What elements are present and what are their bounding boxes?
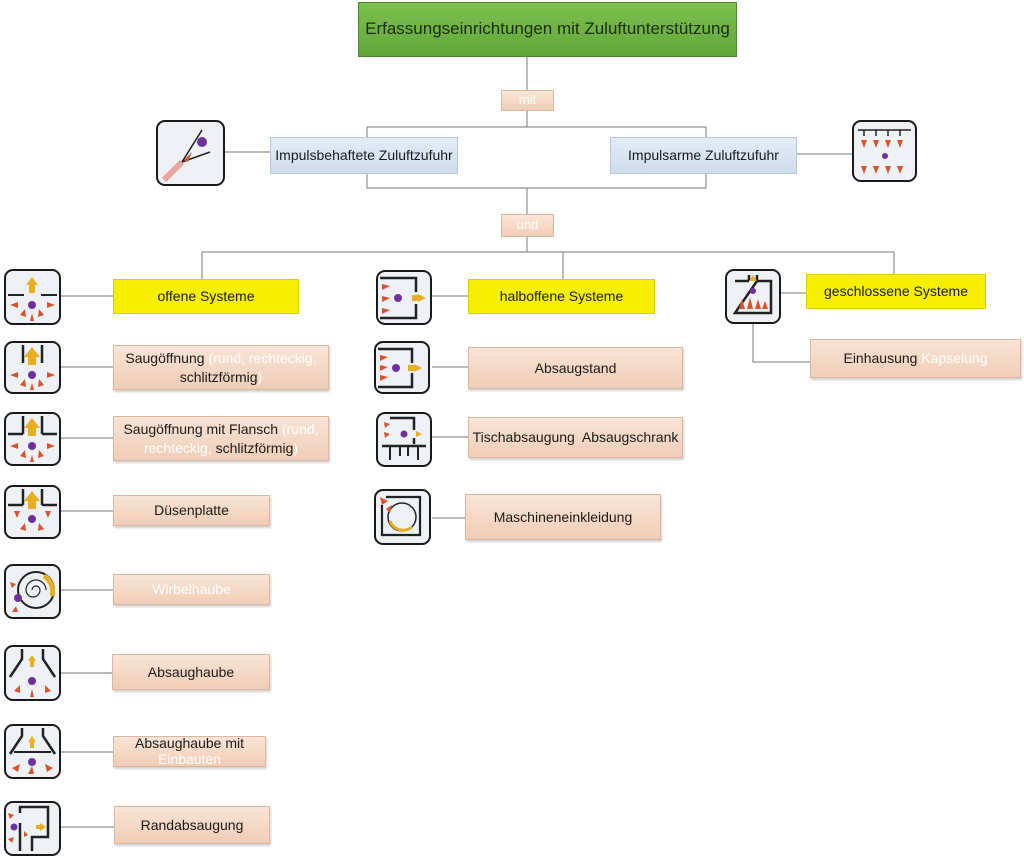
connector-mit-label: mit xyxy=(518,92,537,108)
edge-extraction-label: Randabsaugung xyxy=(140,816,244,833)
flanged-opening-line2-pre: rechteckig, xyxy=(143,439,216,456)
shower-supply-icon xyxy=(852,120,917,182)
hood-with-inserts-main: Absaughaube mit xyxy=(135,735,244,752)
suction-opening-main: Saugöffnung xyxy=(125,350,205,367)
flanged-opening-text: Saugöffnung mit Flansch (rund, rechtecki… xyxy=(123,420,318,456)
flanged-opening-node: Saugöffnung mit Flansch (rund, rechtecki… xyxy=(113,416,329,461)
impulse-supply-label: Impulsbehaftete Zuluftzufuhr xyxy=(275,147,453,164)
flanged-opening-main: Saugöffnung mit Flansch xyxy=(123,421,279,438)
half-open-systems-label: halboffene Systeme xyxy=(499,288,624,305)
hand-nozzle-icon xyxy=(156,120,225,186)
impulse-supply-node: Impulsbehaftete Zuluftzufuhr xyxy=(270,137,458,174)
machine-enclosure-node: Maschineneinkleidung xyxy=(465,494,661,540)
table-extraction-icon xyxy=(376,412,432,467)
table-extraction-node: Tischabsaugung Absaugschrank xyxy=(468,417,683,458)
flanged-opening-icon xyxy=(4,412,61,466)
machine-enclosure-icon xyxy=(374,489,431,545)
vortex-hood-icon xyxy=(4,564,61,619)
extraction-hood-icon xyxy=(4,645,61,701)
low-impulse-supply-label: Impulsarme Zuluftzufuhr xyxy=(628,147,779,164)
nozzle-plate-node: Düsenplatte xyxy=(113,495,270,526)
hood-with-inserts-extra: Einbauten xyxy=(157,750,222,767)
vortex-hood-node: Wirbelhaube xyxy=(113,574,270,605)
nozzle-plate-label: Düsenplatte xyxy=(154,502,229,519)
suction-opening-extra: (rund, rechteckig, xyxy=(204,350,317,367)
machine-enclosure-label: Maschineneinkleidung xyxy=(493,508,633,525)
vortex-hood-label: Wirbelhaube xyxy=(152,581,231,598)
low-impulse-supply-node: Impulsarme Zuluftzufuhr xyxy=(610,137,797,174)
root-label: Erfassungseinrichtungen mit Zuluftunters… xyxy=(365,19,730,39)
suction-opening-icon xyxy=(4,341,61,394)
connector-und: und xyxy=(501,214,554,237)
enclosure-node: Einhausung Kapselung xyxy=(810,339,1021,378)
connector-mit: mit xyxy=(501,90,554,111)
enclosure-main: Einhausung xyxy=(843,350,918,367)
nozzle-plate-icon xyxy=(4,485,61,539)
suction-opening-line2-extra: ) xyxy=(257,368,263,385)
connector-und-label: und xyxy=(516,217,539,233)
edge-extraction-icon xyxy=(4,801,61,856)
half-open-system-icon xyxy=(376,270,432,325)
open-systems-node: offene Systeme xyxy=(113,279,299,314)
enclosure-extra: Kapselung xyxy=(917,350,988,367)
extraction-hood-label: Absaughaube xyxy=(147,663,235,680)
extraction-booth-icon xyxy=(374,341,430,394)
flanged-opening-extra: (rund, xyxy=(278,421,319,438)
closed-system-icon xyxy=(725,269,781,324)
extraction-hood-node: Absaughaube xyxy=(112,654,270,690)
suction-opening-text: Saugöffnung (rund, rechteckig, schlitzfö… xyxy=(125,349,316,385)
extraction-booth-node: Absaugstand xyxy=(468,347,683,389)
extraction-booth-label: Absaugstand xyxy=(534,359,617,376)
open-system-icon xyxy=(4,269,61,325)
edge-extraction-node: Randabsaugung xyxy=(114,806,270,844)
root-node: Erfassungseinrichtungen mit Zuluftunters… xyxy=(358,2,737,57)
closed-systems-node: geschlossene Systeme xyxy=(806,274,986,309)
suction-opening-line2: schlitzförmig xyxy=(179,368,258,385)
table-extraction-label: Tischabsaugung Absaugschrank xyxy=(472,429,679,446)
suction-opening-node: Saugöffnung (rund, rechteckig, schlitzfö… xyxy=(113,345,329,390)
flanged-opening-line2: schlitzförmig xyxy=(215,439,294,456)
flanged-opening-line2-extra: ) xyxy=(293,439,299,456)
open-systems-label: offene Systeme xyxy=(157,288,255,305)
half-open-systems-node: halboffene Systeme xyxy=(468,279,655,314)
hood-with-inserts-icon xyxy=(4,724,61,779)
closed-systems-label: geschlossene Systeme xyxy=(824,283,968,300)
